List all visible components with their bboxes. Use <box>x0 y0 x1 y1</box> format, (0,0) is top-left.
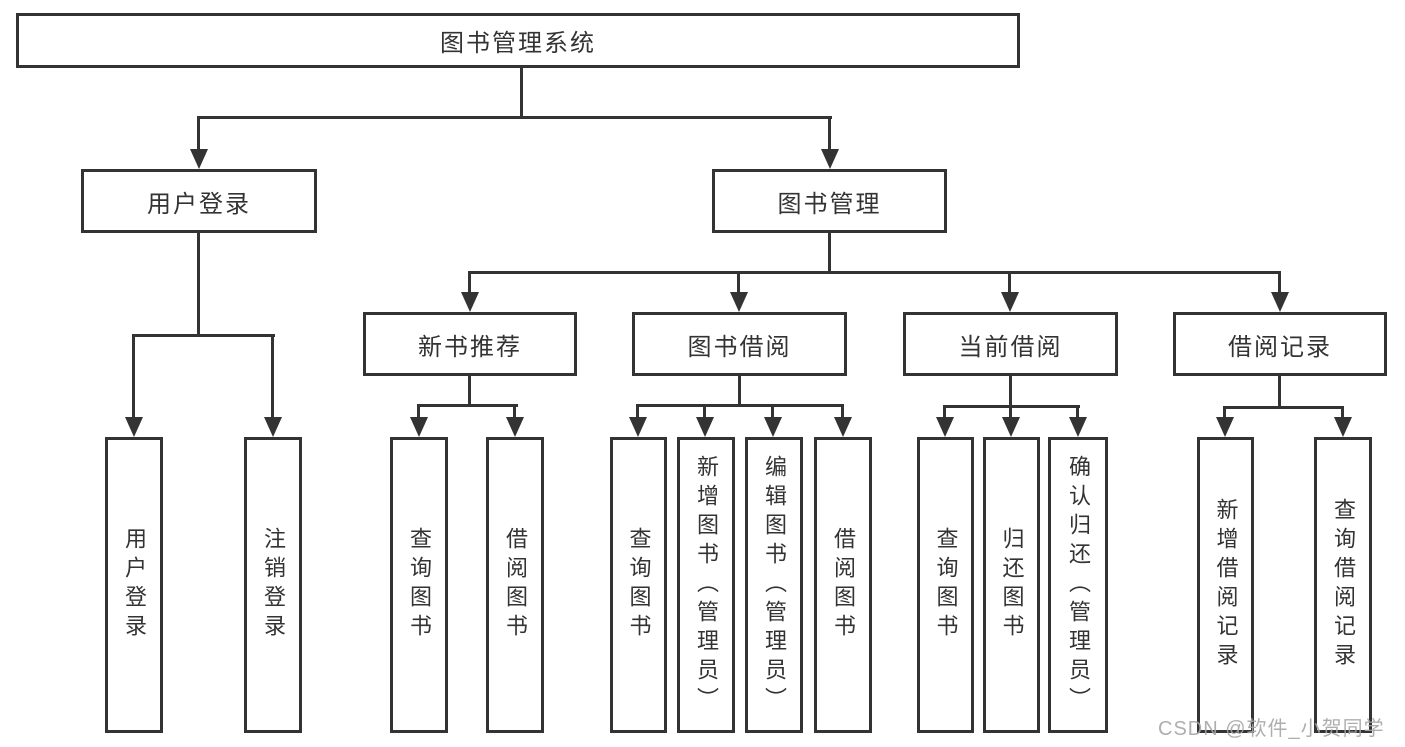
arrow-down-icon <box>1002 417 1020 437</box>
leaf-query-books-current: 查询图书 <box>917 437 974 733</box>
node-user-login: 用户登录 <box>81 169 317 233</box>
leaf-label: 注销登录 <box>261 527 286 643</box>
connector-line <box>197 116 832 119</box>
node-current-borrowing: 当前借阅 <box>903 312 1118 376</box>
arrow-down-icon <box>696 417 714 437</box>
connector-line <box>271 334 274 420</box>
connector-line <box>468 376 471 407</box>
arrow-down-icon <box>730 292 748 312</box>
leaf-label: 查询借阅记录 <box>1331 498 1356 672</box>
connector-line <box>197 116 200 152</box>
node-new-book-recommendation: 新书推荐 <box>363 312 577 376</box>
connector-line <box>636 404 844 407</box>
connector-line <box>1009 376 1012 407</box>
leaf-logout: 注销登录 <box>244 437 302 733</box>
connector-line <box>468 271 471 295</box>
leaf-label: 确认归还（管理员） <box>1066 454 1091 716</box>
leaf-label: 归还图书 <box>999 527 1025 643</box>
leaf-query-books-borrowing: 查询图书 <box>610 437 667 733</box>
connector-line <box>841 404 844 420</box>
arrow-down-icon <box>125 417 143 437</box>
leaf-borrow-books-borrowing: 借阅图书 <box>814 437 872 733</box>
node-label: 用户登录 <box>147 190 251 218</box>
node-borrowing-records: 借阅记录 <box>1173 312 1387 376</box>
leaf-confirm-return-admin: 确认归还（管理员） <box>1048 437 1108 733</box>
connector-line <box>417 404 518 407</box>
arrow-down-icon <box>190 149 208 169</box>
node-label: 图书管理系统 <box>440 30 596 57</box>
arrow-down-icon <box>1334 417 1352 437</box>
arrow-down-icon <box>821 149 839 169</box>
arrow-down-icon <box>1001 292 1019 312</box>
connector-line <box>417 404 420 420</box>
node-label: 新书推荐 <box>418 333 522 361</box>
arrow-down-icon <box>506 417 524 437</box>
leaf-label: 编辑图书（管理员） <box>762 454 787 716</box>
connector-line <box>1009 405 1012 420</box>
connector-line <box>520 68 523 119</box>
connector-line <box>636 404 639 420</box>
leaf-label: 用户登录 <box>122 527 147 643</box>
connector-line <box>513 404 516 420</box>
leaf-user-login: 用户登录 <box>105 437 163 733</box>
node-label: 图书管理 <box>777 190 882 218</box>
arrow-down-icon <box>461 292 479 312</box>
leaf-borrow-books-recommend: 借阅图书 <box>486 437 544 733</box>
leaf-query-borrow-record: 查询借阅记录 <box>1314 437 1372 733</box>
leaf-label: 借阅图书 <box>503 527 528 643</box>
leaf-label: 借阅图书 <box>831 527 856 643</box>
connector-line <box>828 233 831 274</box>
arrow-down-icon <box>264 417 282 437</box>
arrow-down-icon <box>834 417 852 437</box>
leaf-edit-book-admin: 编辑图书（管理员） <box>745 437 803 733</box>
leaf-label: 查询图书 <box>626 527 652 643</box>
node-label: 当前借阅 <box>958 333 1063 361</box>
arrow-down-icon <box>936 417 954 437</box>
watermark: CSDN @软件_小贺同学 <box>1158 718 1385 740</box>
leaf-label: 查询图书 <box>933 527 959 643</box>
leaf-query-books-recommend: 查询图书 <box>390 437 448 733</box>
connector-line <box>771 404 774 420</box>
connector-line <box>468 271 1281 274</box>
connector-line <box>1278 376 1281 408</box>
connector-line <box>1223 406 1226 420</box>
connector-line <box>132 334 135 420</box>
arrow-down-icon <box>1271 292 1289 312</box>
node-label: 借阅记录 <box>1228 333 1332 361</box>
connector-line <box>943 405 946 420</box>
node-library-management-system: 图书管理系统 <box>16 13 1020 68</box>
arrow-down-icon <box>764 417 782 437</box>
leaf-add-borrow-record: 新增借阅记录 <box>1197 437 1254 733</box>
arrow-down-icon <box>1069 417 1087 437</box>
connector-line <box>132 334 275 337</box>
connector-line <box>1223 406 1344 409</box>
node-label: 图书借阅 <box>687 333 792 361</box>
connector-line <box>1278 271 1281 295</box>
arrow-down-icon <box>629 417 647 437</box>
node-book-borrowing: 图书借阅 <box>632 312 847 376</box>
leaf-label: 新增借阅记录 <box>1213 498 1239 672</box>
connector-line <box>1076 405 1079 420</box>
arrow-down-icon <box>1216 417 1234 437</box>
connector-line <box>737 271 740 295</box>
connector-line <box>828 116 831 152</box>
leaf-label: 新增图书（管理员） <box>694 454 719 716</box>
leaf-add-book-admin: 新增图书（管理员） <box>677 437 735 733</box>
connector-line <box>703 404 706 420</box>
connector-line <box>738 376 741 407</box>
connector-line <box>1008 271 1011 295</box>
connector-line <box>1341 406 1344 420</box>
node-book-management: 图书管理 <box>712 169 947 233</box>
leaf-label: 查询图书 <box>407 527 432 643</box>
connector-line <box>197 233 200 337</box>
arrow-down-icon <box>410 417 428 437</box>
leaf-return-book: 归还图书 <box>983 437 1040 733</box>
